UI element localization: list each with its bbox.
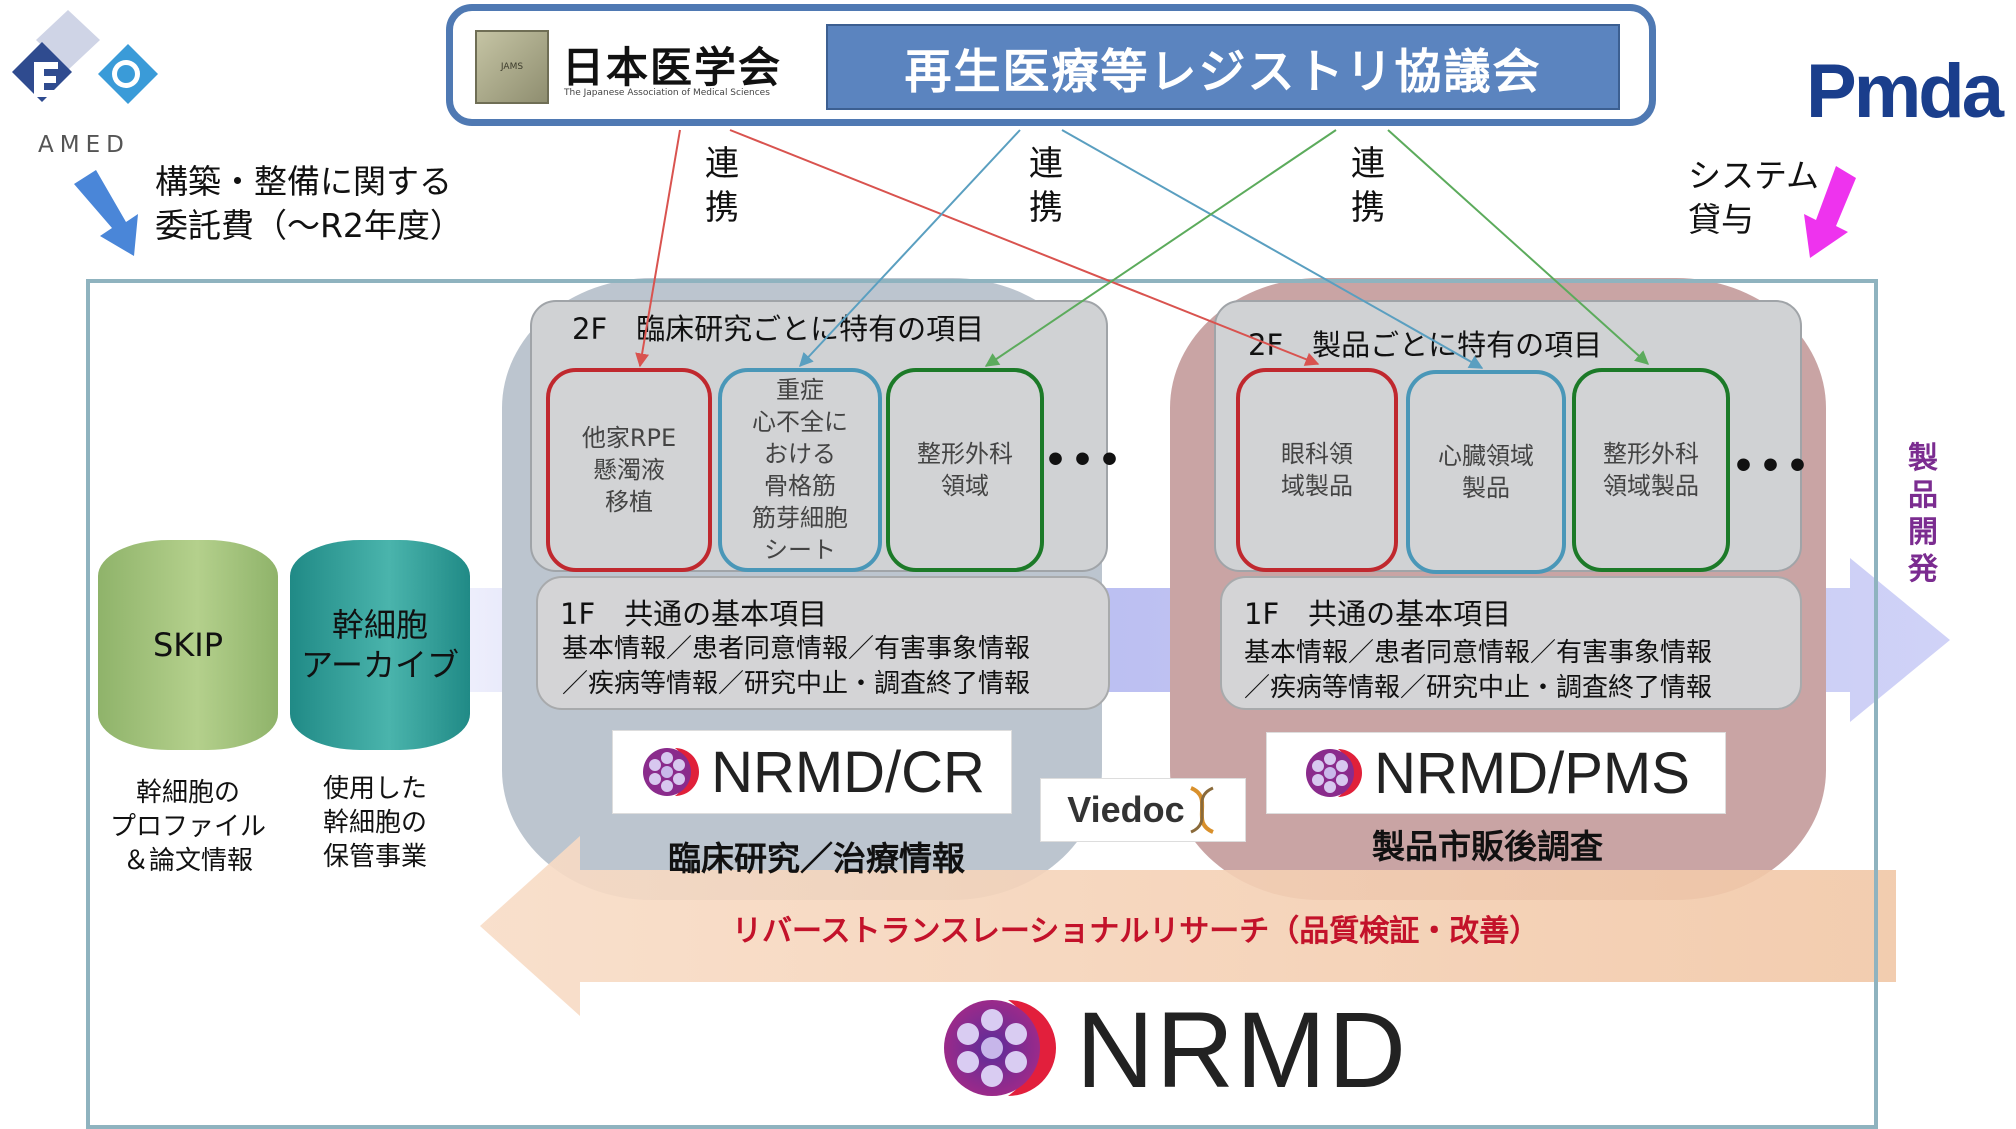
dna-icon	[1189, 786, 1214, 834]
cr-floor-1-body: 基本情報／患者同意情報／有害事象情報 ／疾病等情報／研究中止・調査終了情報	[562, 634, 1031, 699]
pms-item-orthopedics[interactable]: 整形外科領域製品	[1572, 368, 1730, 572]
link-arrow-green-pms	[1387, 129, 1650, 365]
link-arrow-red-cr	[635, 129, 681, 368]
amed-funding-arrow	[74, 170, 138, 256]
skip-description: 幹細胞のプロファイル＆論文情報	[109, 778, 266, 876]
cr-item-orthopedics[interactable]: 整形外科領域	[886, 368, 1044, 572]
link-arrow-red-pms	[729, 129, 1320, 366]
jams-seal-icon: JAMS	[475, 30, 549, 104]
viedoc-logo: Viedoc	[1040, 778, 1246, 842]
jams-subtitle: The Japanese Association of Medical Scie…	[564, 88, 770, 98]
pmda-logo: Pmda	[1806, 49, 2004, 134]
nrmd-cr-logo: NRMD/CR	[612, 730, 1012, 814]
pms-bottom-label: 製品市販後調査	[1372, 827, 1603, 866]
amed-logo-icon	[12, 10, 158, 104]
amed-logo-text: AMED	[38, 132, 130, 158]
link-arrow-green-cr	[984, 129, 1337, 367]
cr-floor-1-title: 1F 共通の基本項目	[560, 597, 828, 631]
pmda-note: システム 貸与	[1688, 156, 1820, 239]
product-development-label: 製品開発	[1908, 441, 1938, 587]
pmda-lending-arrow	[1804, 166, 1856, 258]
link-arrow-blue-pms	[1061, 129, 1484, 369]
nrmd-flower-icon	[944, 1000, 1057, 1096]
link-arrow-blue-cr	[799, 129, 1021, 368]
link-label-1: 連携	[705, 144, 739, 228]
link-label-3: 連携	[1351, 144, 1385, 228]
cr-floor-2-title: 2F 臨床研究ごとに特有の項目	[572, 312, 985, 346]
pms-item-cardiology[interactable]: 心臓領域製品	[1406, 370, 1566, 574]
nrmd-pms-logo: NRMD/PMS	[1266, 732, 1726, 814]
link-label-2: 連携	[1029, 144, 1063, 228]
skip-cylinder: SKIP	[98, 540, 278, 750]
amed-funding-text: 構築・整備に関する 委託費（〜R2年度）	[155, 162, 463, 245]
reverse-translational-arrow	[480, 836, 1896, 1016]
nrmd-main-logo: NRMD	[912, 989, 1432, 1110]
jams-name: 日本医学会	[562, 43, 783, 92]
cr-floor-1	[536, 576, 1110, 710]
pms-floor-1-title: 1F 共通の基本項目	[1244, 597, 1512, 631]
pms-more-items: •••	[1732, 446, 1814, 487]
stem-cell-archive-cylinder: 幹細胞 アーカイブ	[290, 540, 470, 750]
nrmd-flower-icon	[1306, 749, 1363, 797]
cr-bottom-label: 臨床研究／治療情報	[668, 839, 965, 878]
nrmd-flower-icon	[643, 748, 700, 796]
cr-item-heart-failure[interactable]: 重症心不全における骨格筋筋芽細胞シート	[718, 368, 882, 572]
registry-council-title: 再生医療等レジストリ協議会	[826, 24, 1620, 110]
reverse-translational-label: リバーストランスレーショナルリサーチ（品質検証・改善）	[732, 914, 1540, 949]
pms-floor-1-body: 基本情報／患者同意情報／有害事象情報 ／疾病等情報／研究中止・調査終了情報	[1244, 638, 1713, 703]
archive-description: 使用した幹細胞の保管事業	[322, 774, 427, 872]
pms-floor-1	[1220, 576, 1802, 710]
pms-item-ophthalmology[interactable]: 眼科領域製品	[1236, 368, 1398, 572]
cr-more-items: •••	[1044, 440, 1126, 481]
